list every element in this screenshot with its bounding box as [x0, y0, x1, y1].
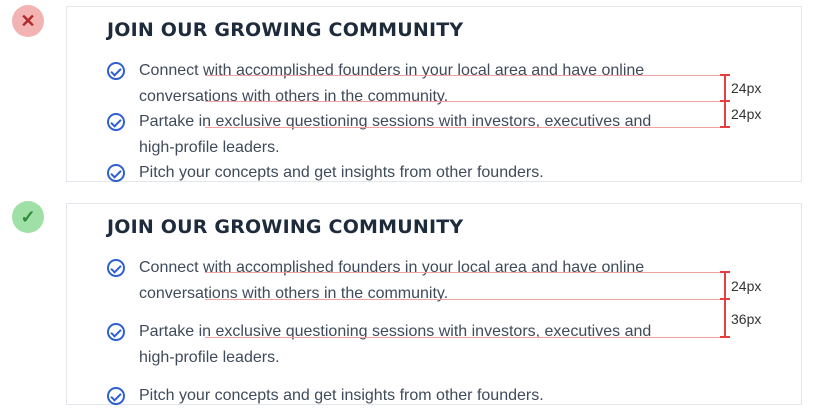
spacing-label: 24px [731, 278, 762, 294]
good-item-text: Connect with accomplished founders in yo… [139, 259, 645, 302]
measure-tick [720, 126, 730, 128]
bad-example-icon: ✕ [12, 5, 44, 37]
measure-guide-line [205, 127, 725, 128]
spacing-label: 24px [731, 106, 762, 122]
measure-guide-line [205, 337, 725, 338]
bad-example-title: JOIN OUR GROWING COMMUNITY [107, 19, 464, 41]
check-circle-icon [107, 62, 125, 80]
measure-bracket [724, 272, 726, 337]
measure-guide-line [205, 101, 725, 102]
check-circle-icon [107, 164, 125, 182]
good-item-text: Pitch your concepts and get insights fro… [139, 387, 544, 404]
spacing-label: 24px [731, 80, 762, 96]
measure-tick [720, 100, 730, 102]
measure-guide-line [205, 299, 725, 300]
measure-guide-line [205, 272, 725, 273]
measure-tick [720, 298, 730, 300]
spacing-label: 36px [731, 311, 762, 327]
measure-guide-line [205, 75, 725, 76]
bad-item-text: Partake in exclusive questioning session… [139, 113, 652, 156]
check-circle-icon [107, 113, 125, 131]
measure-tick [720, 74, 730, 76]
bad-item-text: Pitch your concepts and get insights fro… [139, 164, 544, 181]
measure-tick [720, 271, 730, 273]
bad-example-card [66, 6, 802, 182]
measure-tick [720, 336, 730, 338]
bad-item-text: Connect with accomplished founders in yo… [139, 62, 645, 105]
good-example-card [66, 203, 802, 405]
check-circle-icon [107, 323, 125, 341]
good-item-text: Partake in exclusive questioning session… [139, 323, 652, 366]
good-example-title: JOIN OUR GROWING COMMUNITY [107, 216, 464, 238]
check-circle-icon [107, 387, 125, 405]
check-circle-icon [107, 259, 125, 277]
good-example-icon: ✓ [12, 201, 44, 233]
